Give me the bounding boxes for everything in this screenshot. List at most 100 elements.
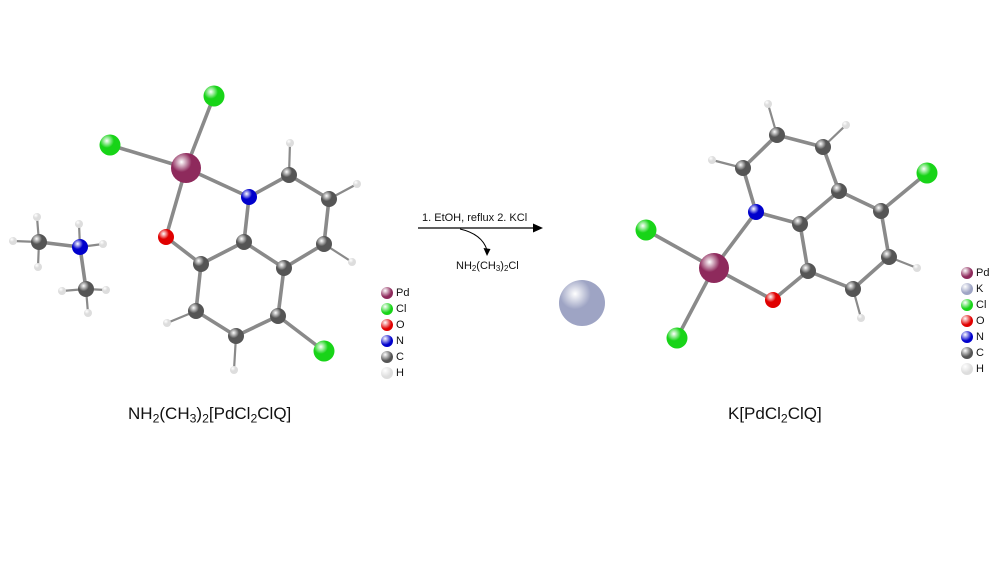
right-complex-atom-h3 bbox=[764, 100, 772, 108]
right-complex-atom-h7 bbox=[857, 314, 865, 322]
right-complex-atom-c8a bbox=[792, 216, 808, 232]
dimethylammonium-atom-hn2 bbox=[99, 240, 107, 248]
right-complex-atom-h4 bbox=[842, 121, 850, 129]
left-complex-atom-cl5 bbox=[313, 340, 335, 362]
legend-swatch-n bbox=[961, 331, 973, 343]
right-complex-bond-c8-c7 bbox=[806, 269, 855, 291]
dimethylammonium-atom-ca bbox=[31, 234, 47, 250]
left-compound-caption: NH2(CH3)2[PdCl2ClQ] bbox=[128, 404, 292, 426]
atoms-layer bbox=[9, 85, 938, 374]
left-complex-atom-cl1 bbox=[203, 85, 225, 107]
legend-item-h: H bbox=[961, 361, 989, 377]
dimethylammonium-atom-ha2 bbox=[9, 237, 17, 245]
left-complex-atom-h6 bbox=[230, 366, 238, 374]
left-complex-atom-c5 bbox=[270, 308, 286, 324]
legend-swatch-h bbox=[961, 363, 973, 375]
legend-swatch-n bbox=[381, 335, 393, 347]
dimethylammonium-atom-ha1 bbox=[33, 213, 41, 221]
dimethylammonium-atom-hb2 bbox=[102, 286, 110, 294]
legend-item-pd: Pd bbox=[381, 285, 409, 301]
legend-swatch-o bbox=[961, 315, 973, 327]
left-complex-atom-o1 bbox=[158, 229, 174, 245]
right-complex-atom-c5 bbox=[873, 203, 889, 219]
legend-swatch-cl bbox=[381, 303, 393, 315]
left-complex-bond-c5-c4a bbox=[276, 266, 286, 318]
dimethylammonium-atom-cb bbox=[78, 281, 94, 297]
right-complex-atom-cl2 bbox=[666, 327, 688, 349]
legend-label: Cl bbox=[396, 303, 407, 315]
left-complex-atom-c7 bbox=[188, 303, 204, 319]
dimethylammonium-atom-nm bbox=[72, 239, 88, 255]
left-complex-atom-c4a bbox=[276, 260, 292, 276]
legend-label: O bbox=[976, 315, 985, 327]
legend-item-n: N bbox=[381, 333, 409, 349]
right-complex-atom-o1 bbox=[765, 292, 781, 308]
legend-item-cl: Cl bbox=[381, 301, 409, 317]
legend-label: Pd bbox=[396, 287, 410, 299]
right-complex-atom-c8 bbox=[800, 263, 816, 279]
left-complex-atom-h2 bbox=[286, 139, 294, 147]
legend-swatch-h bbox=[381, 367, 393, 379]
left-complex-atom-h4 bbox=[348, 258, 356, 266]
right-complex-atom-n1 bbox=[748, 204, 764, 220]
legend-label: Cl bbox=[976, 299, 987, 311]
left-complex-atom-c6 bbox=[228, 328, 244, 344]
legend-item-n: N bbox=[961, 329, 989, 345]
legend-label: K bbox=[976, 283, 984, 295]
legend-label: H bbox=[976, 363, 984, 375]
right-complex-atom-c7 bbox=[845, 281, 861, 297]
right-complex-atom-c3 bbox=[769, 127, 785, 143]
legend-label: C bbox=[396, 351, 404, 363]
legend-label: Pd bbox=[976, 267, 990, 279]
dimethylammonium-atom-hb1 bbox=[58, 287, 66, 295]
reaction-arrow bbox=[418, 223, 543, 256]
potassium-ion-atom-k bbox=[559, 280, 605, 326]
dimethylammonium-atom-ha3 bbox=[34, 263, 42, 271]
dimethylammonium-atom-hn1 bbox=[75, 220, 83, 228]
left-complex-atom-c4 bbox=[316, 236, 332, 252]
left-complex-atom-n1 bbox=[241, 189, 257, 205]
left-complex-atom-cl2 bbox=[99, 134, 121, 156]
left-complex-atom-c2 bbox=[281, 167, 297, 183]
legend-item-o: O bbox=[381, 317, 409, 333]
legend-label: O bbox=[396, 319, 405, 331]
left-complex-atom-c8a bbox=[236, 234, 252, 250]
legend-item-k: K bbox=[961, 281, 989, 297]
legend-swatch-pd bbox=[381, 287, 393, 299]
legend-label: H bbox=[396, 367, 404, 379]
right-complex-atom-h6 bbox=[913, 264, 921, 272]
legend-swatch-c bbox=[961, 347, 973, 359]
right-complex-atom-c2 bbox=[735, 160, 751, 176]
left-complex-atom-c8 bbox=[193, 256, 209, 272]
legend-swatch-k bbox=[961, 283, 973, 295]
right-complex-atom-h2 bbox=[708, 156, 716, 164]
bonds-layer bbox=[11, 94, 929, 372]
right-complex-atom-c4a bbox=[831, 183, 847, 199]
legend-item-c: C bbox=[381, 349, 409, 365]
legend-swatch-cl bbox=[961, 299, 973, 311]
left-complex-atom-pd bbox=[171, 153, 201, 183]
reaction-conditions: 1. EtOH, reflux 2. KCl bbox=[422, 212, 528, 224]
right-complex-atom-c4 bbox=[815, 139, 831, 155]
legend-item-cl: Cl bbox=[961, 297, 989, 313]
right-complex-atom-cl1 bbox=[635, 219, 657, 241]
legend-label: N bbox=[976, 331, 984, 343]
right-complex-bond-c4a-c8a bbox=[798, 189, 841, 226]
left-complex-bond-c8a-c8 bbox=[199, 240, 246, 266]
left-complex-atom-h7 bbox=[163, 319, 171, 327]
right-complex-atom-c6 bbox=[881, 249, 897, 265]
right-complex-atom-cl5 bbox=[916, 162, 938, 184]
legend-label: N bbox=[396, 335, 404, 347]
legend-item-o: O bbox=[961, 313, 989, 329]
legend-swatch-pd bbox=[961, 267, 973, 279]
left-complex-atom-c3 bbox=[321, 191, 337, 207]
legend-swatch-c bbox=[381, 351, 393, 363]
legend-item-c: C bbox=[961, 345, 989, 361]
right-complex-atom-pd bbox=[699, 253, 729, 283]
left-complex-atom-h3 bbox=[353, 180, 361, 188]
dimethylammonium-atom-hb3 bbox=[84, 309, 92, 317]
legend-item-h: H bbox=[381, 365, 409, 381]
